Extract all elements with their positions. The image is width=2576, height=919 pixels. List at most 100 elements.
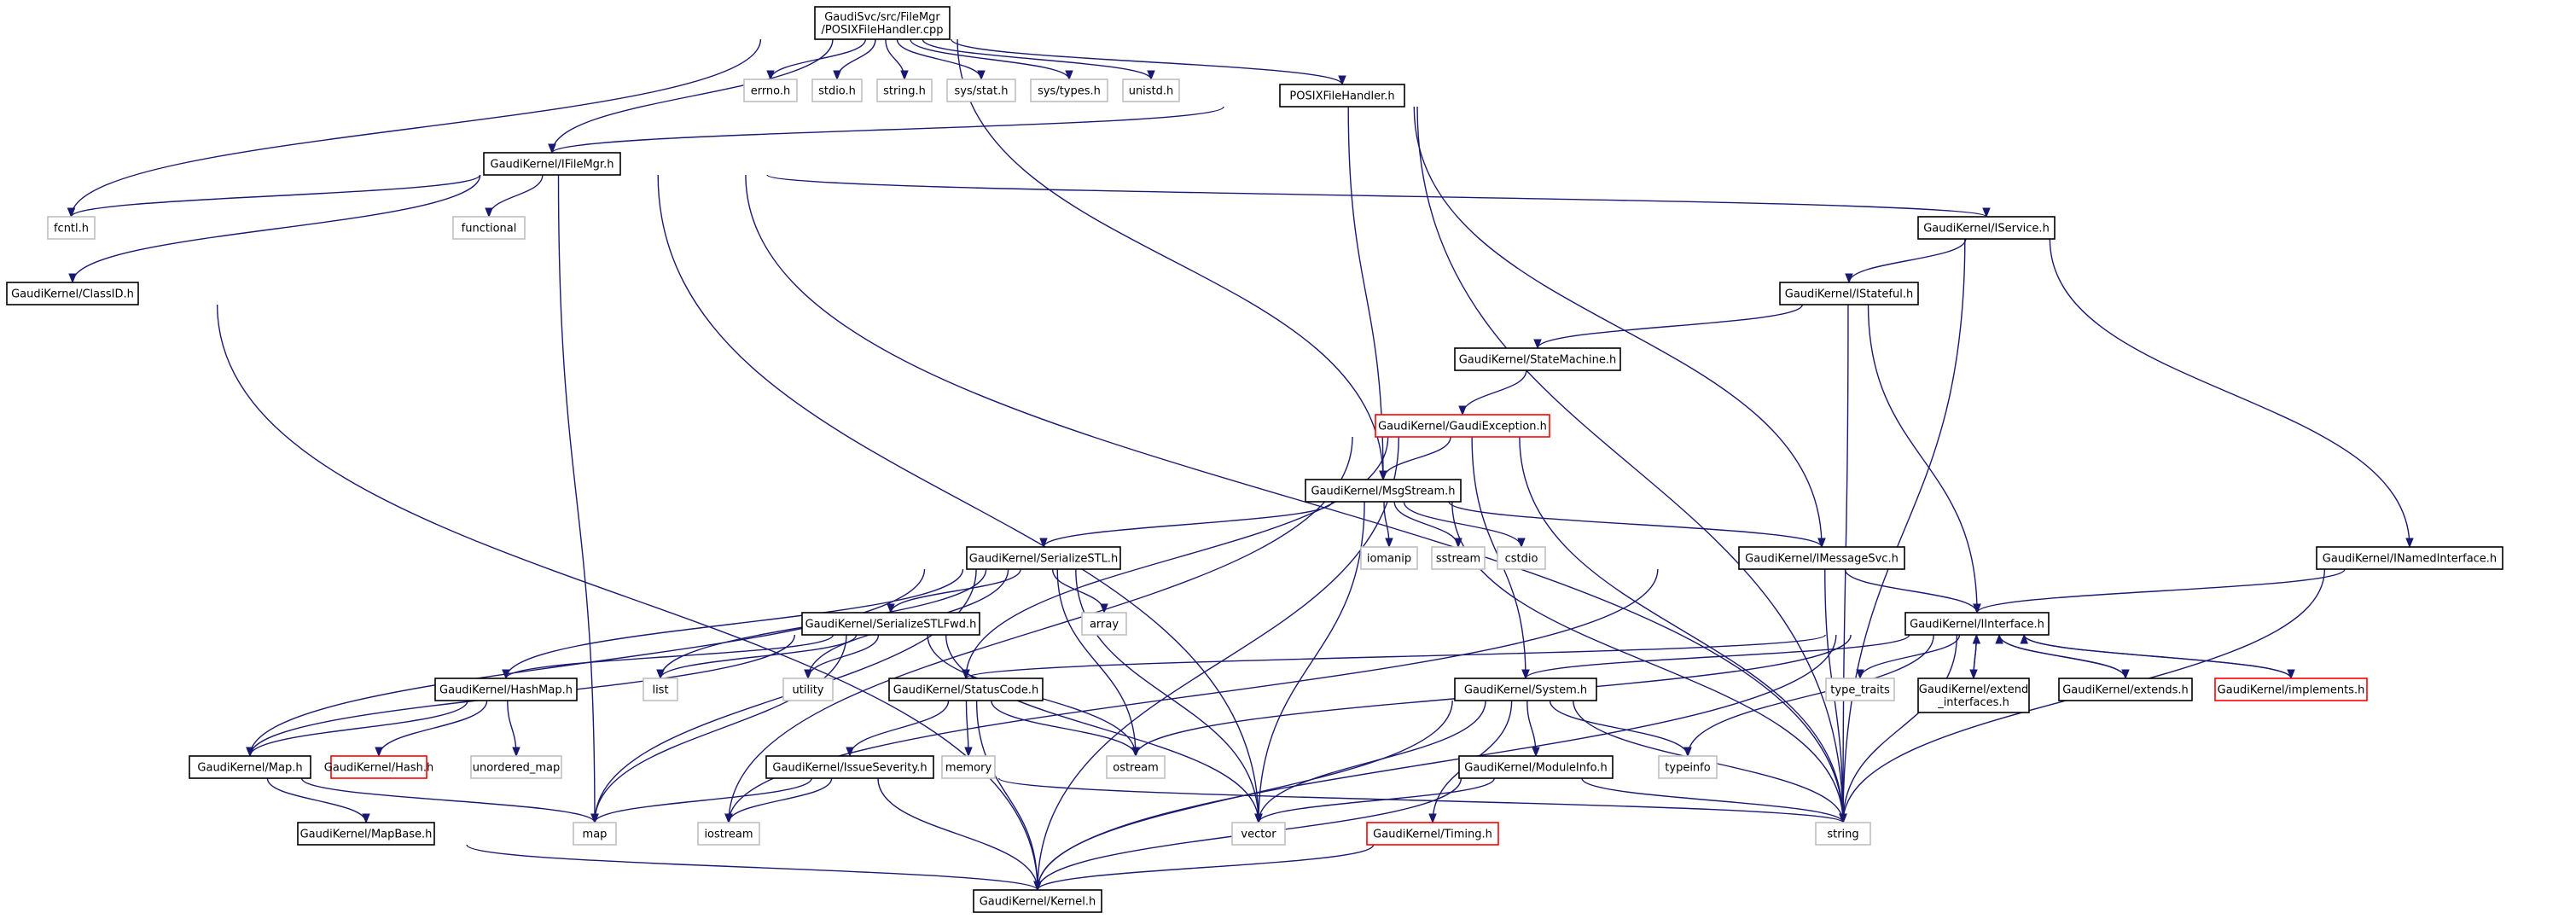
edge-gaudiexception-to-string	[1519, 436, 1844, 823]
edge-serializestl-to-ostream	[1056, 568, 1137, 757]
edge-ifilemgr-to-map	[557, 174, 596, 823]
node-iservice-label-0: GaudiKernel/IService.h	[1923, 223, 2050, 236]
node-issueseverity-box	[765, 755, 934, 779]
node-imessagesvc-label-0: GaudiKernel/IMessageSvc.h	[1745, 553, 1899, 566]
edge-maph-to-map	[300, 777, 596, 823]
node-memory: memory	[941, 755, 996, 779]
node-moduleinfo[interactable]: GaudiKernel/ModuleInfo.h	[1458, 755, 1614, 779]
node-iservice[interactable]: GaudiKernel/IService.h	[1917, 216, 2056, 240]
edge-gaudiexception-to-msgstream	[1382, 436, 1451, 480]
node-classid[interactable]: GaudiKernel/ClassID.h	[6, 282, 139, 305]
edge-iinterface-to-statuscode	[965, 634, 1826, 679]
node-unorderedmap-box	[470, 755, 562, 779]
node-gaudiexception-box	[1375, 414, 1550, 438]
node-extends[interactable]: GaudiKernel/extends.h	[2058, 678, 2193, 701]
node-sstream-box	[1431, 546, 1486, 570]
node-statemachine[interactable]: GaudiKernel/StateMachine.h	[1454, 347, 1621, 371]
edge-arrowhead-serializestlfwd-to-utility	[804, 669, 812, 680]
node-unistd-label-0: unistd.h	[1129, 85, 1174, 98]
node-iomanip-box	[1360, 546, 1418, 570]
node-gaudiexception-label-0: GaudiKernel/GaudiException.h	[1378, 421, 1547, 433]
node-string-box	[1815, 822, 1871, 846]
node-serializestl[interactable]: GaudiKernel/SerializeSTL.h	[966, 546, 1121, 570]
edge-statuscode-to-issueseverity	[849, 700, 950, 757]
edge-iservice-to-inamedinterface	[2049, 238, 2410, 548]
node-msgstream-label-0: GaudiKernel/MsgStream.h	[1311, 486, 1455, 498]
node-ifilemgr-label-0: GaudiKernel/IFileMgr.h	[491, 159, 614, 172]
node-map-box	[573, 822, 617, 846]
node-hashmap[interactable]: GaudiKernel/HashMap.h	[434, 678, 578, 701]
node-sysstat: sys/stat.h	[946, 79, 1016, 102]
node-posixh-box	[1279, 84, 1405, 108]
edge-arrowhead-iinterface-to-system	[1521, 669, 1530, 680]
edge-maph-to-mapbase	[266, 777, 367, 823]
edge-msgstream-to-cstdio	[1403, 501, 1522, 548]
edge-root-to-sysstat	[896, 38, 982, 80]
node-msgstream[interactable]: GaudiKernel/MsgStream.h	[1305, 479, 1462, 503]
node-stringh-box	[876, 79, 933, 102]
edge-arrowhead-ifilemgr-to-fcntl	[67, 207, 76, 218]
edge-arrowhead-root-to-sysstat	[977, 70, 986, 81]
node-maph[interactable]: GaudiKernel/Map.h	[189, 755, 311, 779]
node-imessagesvc-box	[1738, 546, 1905, 570]
edge-arrowhead-msgstream-to-sstream	[1454, 538, 1462, 549]
node-utility-box	[782, 678, 834, 701]
node-typeinfo: typeinfo	[1658, 755, 1718, 779]
node-string-label-0: string	[1827, 829, 1858, 841]
edge-serializestlfwd-to-utility	[807, 634, 880, 679]
node-posixh[interactable]: POSIXFileHandler.h	[1279, 84, 1405, 108]
edge-arrowhead-issueseverity-to-map	[590, 813, 599, 824]
node-istateful[interactable]: GaudiKernel/IStateful.h	[1779, 282, 1919, 305]
edge-arrowhead-root-to-systypes	[1065, 70, 1073, 81]
edge-arrowhead-msgstream-to-imessagesvc	[1817, 538, 1826, 549]
node-extendinterfaces[interactable]: GaudiKernel/extend_interfaces.h	[1917, 678, 2030, 713]
node-msgstream-box	[1305, 479, 1462, 503]
node-ostream: ostream	[1106, 755, 1166, 779]
node-system[interactable]: GaudiKernel/System.h	[1454, 678, 1597, 701]
node-map-label-0: map	[583, 829, 608, 841]
edge-arrowhead-moduleinfo-to-string	[1839, 813, 1847, 824]
node-memory-label-0: memory	[945, 762, 992, 775]
node-issueseverity[interactable]: GaudiKernel/IssueSeverity.h	[765, 755, 934, 779]
edge-arrowhead-system-to-typeinfo	[1683, 747, 1692, 758]
edge-arrowhead-root-to-stdio	[833, 70, 841, 81]
node-mapbase[interactable]: GaudiKernel/MapBase.h	[297, 822, 435, 846]
node-serializestl-box	[966, 546, 1121, 570]
node-issueseverity-label-0: GaudiKernel/IssueSeverity.h	[772, 762, 927, 775]
node-maph-label-0: GaudiKernel/Map.h	[197, 762, 302, 775]
edge-statuscode-to-ostream	[991, 700, 1137, 757]
node-hashh[interactable]: GaudiKernel/Hash.h	[324, 755, 434, 779]
node-timing-label-0: GaudiKernel/Timing.h	[1373, 829, 1492, 841]
node-serializestlfwd[interactable]: GaudiKernel/SerializeSTLFwd.h	[801, 612, 980, 636]
node-maph-box	[189, 755, 311, 779]
node-extendinterfaces-label-1: _interfaces.h	[1937, 696, 2009, 709]
edge-root-to-stdio	[836, 38, 876, 80]
node-implements[interactable]: GaudiKernel/implements.h	[2214, 678, 2368, 701]
node-implements-box	[2214, 678, 2368, 701]
edge-arrowhead-root-to-stringh	[900, 70, 909, 81]
edge-arrowhead-serializestlfwd-to-list	[656, 669, 665, 680]
node-unistd: unistd.h	[1122, 79, 1180, 102]
node-imessagesvc[interactable]: GaudiKernel/IMessageSvc.h	[1738, 546, 1905, 570]
node-cstdio: cstdio	[1497, 546, 1546, 570]
node-istateful-label-0: GaudiKernel/IStateful.h	[1785, 288, 1913, 301]
node-iinterface-box	[1904, 612, 2050, 636]
node-kernel-label-0: GaudiKernel/Kernel.h	[980, 896, 1096, 909]
node-kernel[interactable]: GaudiKernel/Kernel.h	[973, 889, 1102, 913]
node-statuscode-label-0: GaudiKernel/StatusCode.h	[893, 684, 1038, 697]
node-moduleinfo-box	[1458, 755, 1614, 779]
edge-ifilemgr-to-functional	[488, 174, 544, 218]
node-posixh-label-0: POSIXFileHandler.h	[1289, 90, 1394, 103]
node-ifilemgr[interactable]: GaudiKernel/IFileMgr.h	[483, 152, 621, 176]
node-sstream-label-0: sstream	[1436, 553, 1480, 566]
node-statuscode[interactable]: GaudiKernel/StatusCode.h	[888, 678, 1044, 701]
node-inamedinterface[interactable]: GaudiKernel/INamedInterface.h	[2316, 546, 2503, 570]
node-timing[interactable]: GaudiKernel/Timing.h	[1366, 822, 1499, 846]
edge-msgstream-to-vector	[1258, 501, 1365, 823]
edge-classid-to-kernel	[216, 304, 1038, 891]
edge-iinterface-to-string	[1842, 634, 1958, 823]
node-gaudiexception[interactable]: GaudiKernel/GaudiException.h	[1375, 414, 1550, 438]
edge-arrowhead-hashmap-to-maph	[246, 747, 254, 758]
edge-arrowhead-maph-to-mapbase	[362, 813, 370, 824]
node-iinterface[interactable]: GaudiKernel/IInterface.h	[1904, 612, 2050, 636]
